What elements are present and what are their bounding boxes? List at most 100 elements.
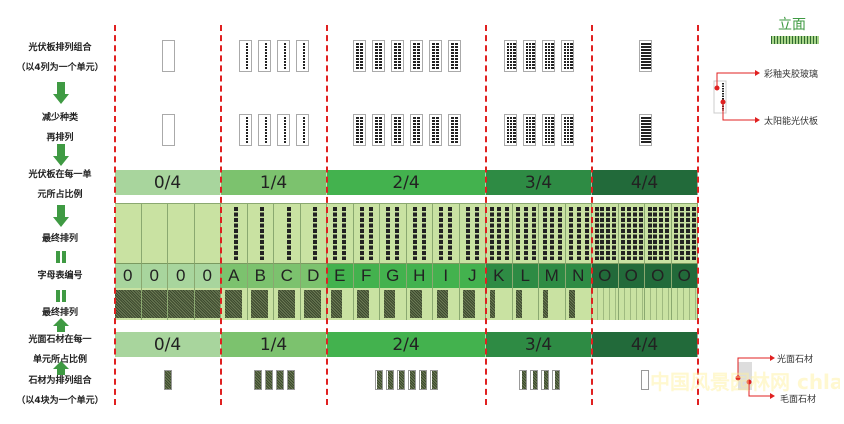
pv-column [379,43,382,69]
legend-pv-callout [713,70,760,123]
pv-column [523,207,528,260]
stone-final-row-cell [618,288,645,320]
pv-unit-icon [447,40,461,72]
pv-combo-group [592,40,698,72]
stone-unit-icon [164,370,172,390]
pv-column [665,207,670,260]
pv-unit-icon [161,114,175,146]
polished-stone [421,371,426,389]
pv-column [550,207,555,260]
stone-final-row-cell [115,288,142,320]
stone-unit-icon [275,370,284,390]
pv-column [368,207,373,260]
stone-final-row-cell [327,288,354,320]
pv-column [439,207,444,260]
pv-unit-icon [561,40,574,72]
stone-unit-icon [540,370,549,390]
pv-column [360,117,363,143]
polished-stone [463,290,475,318]
stone-unit-icon [397,370,405,390]
pv-unit-icon [504,40,517,72]
pv-column [432,43,435,69]
pv-column [576,207,581,260]
equals-icon [55,290,67,302]
pv-final-row-cell [115,203,142,263]
pv-final-row-cell [221,203,248,263]
label-final-2: 最终排列 [41,308,78,318]
pv-combo-group [486,40,592,72]
letter-row-cell: I [433,263,460,288]
polished-stone [266,371,272,389]
stone-unit-icon [386,370,394,390]
stone-unit-icon [641,370,649,390]
arrow-down-icon [53,144,69,166]
pv-column [436,117,439,143]
label-pv-combo: 光伏板排列组合 （以4列为一个单元） [16,43,104,73]
letter-row-cell: 0 [141,263,168,288]
stone-combo-group [115,370,221,390]
pv-column [606,207,611,260]
stone-unit-icon [529,370,538,390]
letter-row-cell: O [618,263,645,288]
divider-line [697,25,699,405]
pv-column [632,207,637,260]
letter-row-cell: A [221,263,248,288]
letter-row-cell: K [486,263,513,288]
pv-column [465,207,470,260]
pv-column [421,207,426,260]
pv-final-row-cell [539,203,566,263]
pv-unit-icon [352,114,366,146]
pv-unit-icon [409,114,423,146]
pv-column [612,207,617,260]
pv-column [594,207,599,260]
pv-unit-icon [277,40,290,72]
legend-title: 立面 [778,17,806,33]
pv-column [643,43,646,69]
pv-combo-group [327,114,486,146]
arrow-up-icon [53,361,69,375]
arrow-up-icon [53,318,69,332]
polished-stone [277,371,283,389]
pv-final-row-cell [327,203,354,263]
pv-column [645,43,649,69]
pv-column [674,207,679,260]
pv-column [375,43,378,69]
pv-column [640,43,644,69]
stone-ratio-band: 1/4 [221,332,327,357]
pv-column [509,117,513,143]
stone-ratio-band: 3/4 [486,332,592,357]
pv-unit-icon [239,114,252,146]
pv-ratio-band-segment: 3/4 [486,170,592,195]
pv-column [394,117,397,143]
polished-stone [399,371,404,389]
pv-column [645,117,649,143]
pv-column [413,117,416,143]
label-stone-ratio: 光面石材在每一 单元所占比例 [28,335,92,365]
polished-stone [277,290,295,318]
pv-column [640,117,644,143]
pv-unit-icon [409,40,423,72]
stone-unit-icon [551,370,560,390]
pv-combo-group [221,40,327,72]
pv-column [691,207,696,260]
pv-column [626,207,631,260]
pv-column [474,207,479,260]
pv-column [566,43,570,69]
stone-final-row-cell [247,288,274,320]
stone-final-row-cell [539,288,566,320]
pv-column [570,43,573,69]
stone-final-row-cell [168,288,195,320]
pv-column [506,117,510,143]
pv-column [379,117,382,143]
polished-stone [543,371,548,389]
pv-unit-icon [390,40,404,72]
pv-column [283,117,286,143]
pv-final-row-cell [168,203,195,263]
watermark: 中国风景园林网 chla.com.cn [650,370,840,394]
pv-unit-icon [239,40,252,72]
legend-rough: 毛面石材 [780,395,817,405]
pv-column [394,43,397,69]
letter-row-cell: M [539,263,566,288]
pv-ratio-band-segment: 0/4 [115,170,221,195]
